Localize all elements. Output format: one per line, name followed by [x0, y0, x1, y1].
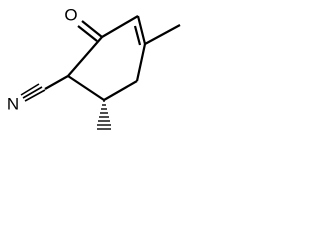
bond-c6-c1 — [67, 36, 103, 77]
bond-c1-o-second — [77, 25, 98, 42]
hashed-wedge-methyl — [97, 100, 111, 130]
chemical-structure: O N — [5, 6, 181, 130]
bond-c3-c4 — [135, 43, 147, 82]
bond-c4-c5 — [103, 80, 138, 101]
oxygen-atom-label: O — [64, 6, 77, 25]
bond-cn-triple-3 — [20, 83, 40, 96]
oxygen-label-bg — [64, 6, 79, 24]
bond-c1-o — [81, 20, 103, 38]
bond-c3-methyl — [144, 24, 181, 45]
bond-cn-triple-1 — [22, 86, 43, 99]
bond-c6-cn — [44, 75, 69, 90]
bond-c1-c2 — [101, 15, 139, 38]
bond-c5-c6 — [67, 75, 105, 101]
bond-c2-c3-inner — [133, 25, 142, 46]
nitrogen-label-bg — [5, 95, 20, 113]
bond-cn-triple-2 — [24, 89, 46, 102]
bond-c2-c3 — [136, 15, 147, 45]
nitrogen-atom-label: N — [7, 95, 19, 114]
